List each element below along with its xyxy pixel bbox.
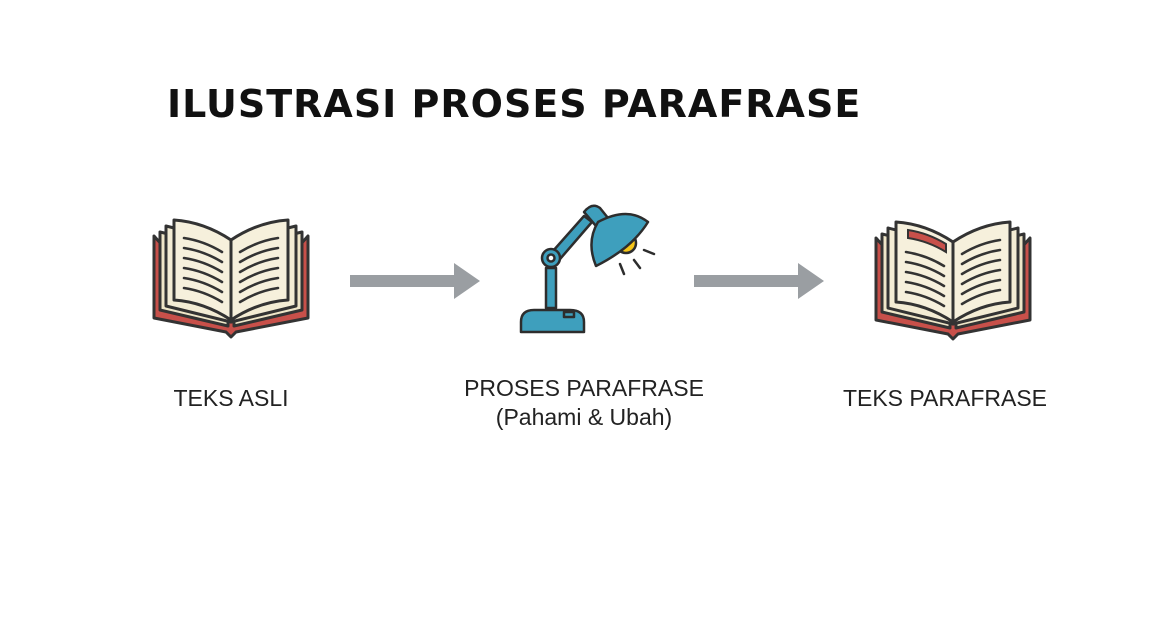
step-label-paraphrased-text: TEKS PARAFRASE bbox=[815, 384, 1075, 413]
step-label-original-text: TEKS ASLI bbox=[131, 384, 331, 413]
step-label: TEKS PARAFRASE bbox=[842, 385, 1048, 411]
step-label-paraphrase-process: PROSES PARAFRASE (Pahami & Ubah) bbox=[434, 374, 734, 432]
step-label: PROSES PARAFRASE bbox=[464, 375, 704, 401]
open-book-highlighted-icon bbox=[874, 220, 1032, 341]
desk-lamp-icon bbox=[519, 204, 656, 334]
step-sublabel: (Pahami & Ubah) bbox=[495, 404, 673, 430]
arrow-right-icon bbox=[350, 263, 480, 299]
step-label: TEKS ASLI bbox=[173, 385, 289, 411]
arrow-right-icon bbox=[694, 263, 824, 299]
open-book-icon bbox=[152, 218, 310, 339]
page-title: ILUSTRASI PROSES PARAFRASE bbox=[167, 82, 862, 126]
